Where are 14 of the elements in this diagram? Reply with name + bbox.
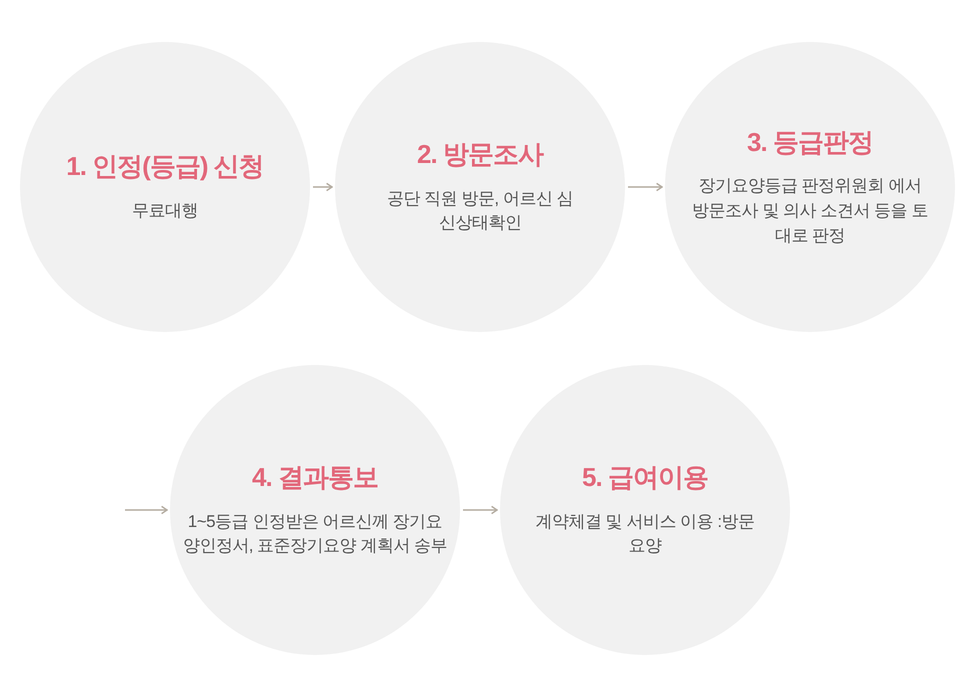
step-description: 공단 직원 방문, 어르신 심신상태확인 — [386, 188, 574, 234]
arrow — [313, 182, 333, 192]
arrow — [463, 506, 498, 514]
step-description: 계약체결 및 서비스 이용 :방문요양 — [534, 510, 756, 558]
step-title: 5. 급여이용 — [582, 461, 708, 494]
step-description: 무료대행 — [132, 200, 198, 222]
step-title: 3. 등급판정 — [747, 126, 873, 158]
step-title: 1. 인정(등급) 신청 — [66, 150, 264, 183]
step-description: 장기요양등급 판정위원회 에서 방문조사 및 의사 소견서 등을 토대로 판정 — [691, 175, 929, 247]
arrow — [125, 506, 168, 514]
step-description: 1~5등급 인정받은 어르신께 장기요양인정서, 표준장기요양 계획서 송부 — [182, 510, 448, 558]
step-title: 2. 방문조사 — [417, 138, 543, 171]
step-title: 4. 결과통보 — [252, 461, 378, 494]
arrow — [628, 182, 663, 192]
